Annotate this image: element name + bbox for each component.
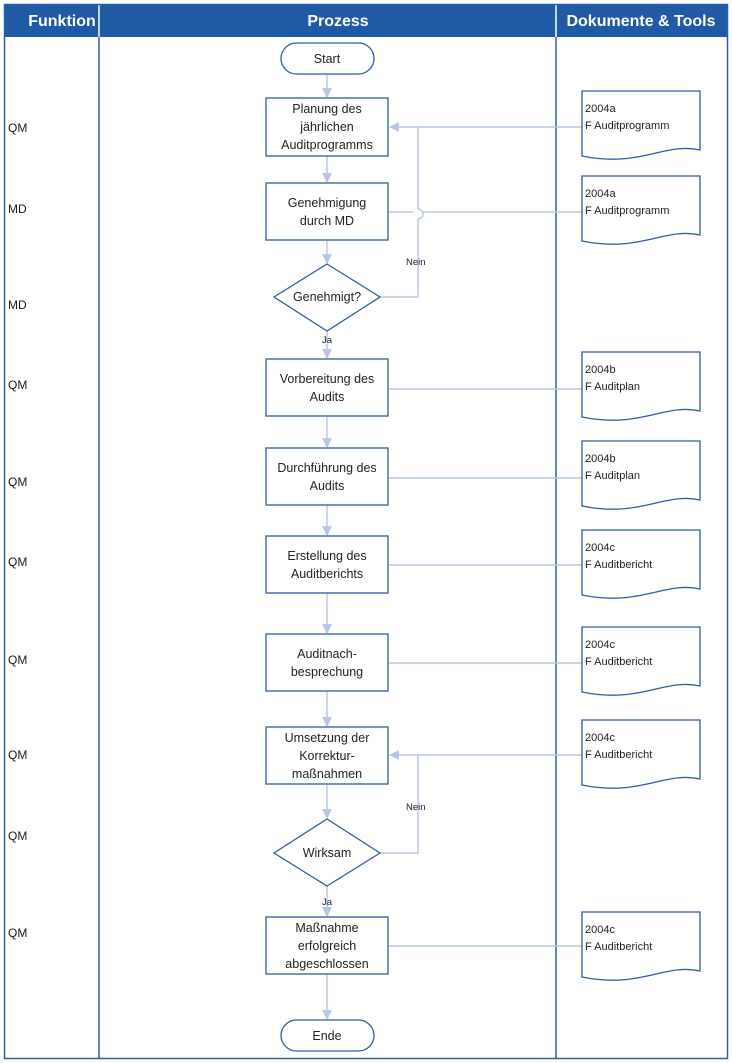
documents-lane: 2004a F Auditprogramm 2004a F Auditprogr… [581,90,701,981]
document-title: F Auditprogramm [585,205,669,217]
document-code: 2004a [585,103,616,115]
function-label: QM [8,378,27,392]
function-label: QM [8,475,27,489]
document-title: F Auditplan [585,470,640,482]
document-shape: 2004a F Auditprogramm [581,175,701,245]
durchfuehrung-label-2: Audits [310,479,345,493]
header-prozess: Prozess [307,13,368,30]
planung-label-2: jährlichen [299,120,354,134]
genehmigt-label: Genehmigt? [293,290,361,304]
genehmigung-label-1: Genehmigung [288,196,367,210]
decision-wirksam [272,818,382,887]
erstellung-label-1: Erstellung des [287,549,366,563]
start-label: Start [314,52,341,66]
umsetzung-label-2: Korrektur- [299,749,355,763]
branch-label-nein: Nein [406,257,426,268]
branch-labels: Nein Ja Nein Ja [322,257,426,908]
vorbereitung-label-1: Vorbereitung des [280,372,375,386]
decision-genehmigt [272,263,382,332]
loop-nein-1-return [389,122,419,209]
genehmigung-label-2: durch MD [300,214,354,228]
function-label: MD [8,298,27,312]
document-title: F Auditplan [585,381,640,393]
process-step-erstellung [265,535,389,594]
loop-nein-1-hop [417,208,424,220]
document-shape: 2004c F Auditbericht [581,626,701,696]
document-shape: 2004c F Auditbericht [581,719,701,789]
umsetzung-label-3: maßnahmen [292,767,362,781]
document-code: 2004c [585,924,615,936]
branch-label-nein: Nein [406,802,426,813]
nachbesprechung-label-2: besprechung [291,665,363,679]
process-step-planung [265,97,389,157]
process-step-vorbereitung [265,358,389,417]
planung-label-1: Planung des [292,102,362,116]
durchfuehrung-label-1: Durchführung des [277,461,376,475]
function-label: QM [8,121,27,135]
vorbereitung-label-2: Audits [310,390,345,404]
function-label: QM [8,653,27,667]
swimlane-header: Funktion Prozess Dokumente & Tools [4,4,728,37]
document-title: F Auditbericht [585,656,652,668]
process-step-nachbesprechung [265,633,389,692]
erstellung-label-2: Auditberichts [291,567,363,581]
loop-nein-1 [379,219,419,298]
document-shape: 2004b F Auditplan [581,440,701,510]
nachbesprechung-label-1: Auditnach- [297,647,357,661]
document-code: 2004b [585,364,616,376]
swimlane-frame [3,3,729,1060]
function-lane: QM MD MD QM QM QM QM QM QM QM [8,121,27,940]
process-nodes [265,42,389,1052]
abgeschlossen-label-2: erfolgreich [298,939,356,953]
document-code: 2004c [585,732,615,744]
document-title: F Auditbericht [585,559,652,571]
function-label: QM [8,555,27,569]
document-title: F Auditprogramm [585,120,669,132]
planung-label-3: Auditprogramms [281,138,373,152]
document-shape: 2004a F Auditprogramm [581,90,701,160]
document-code: 2004c [585,542,615,554]
process-step-umsetzung [265,726,389,785]
document-code: 2004a [585,188,616,200]
loop-nein-2 [379,750,419,854]
function-label: MD [8,202,27,216]
header-dokumente-tools: Dokumente & Tools [566,13,715,30]
abgeschlossen-label-3: abgeschlossen [285,957,368,971]
start-terminator [280,42,375,75]
header-funktion: Funktion [28,13,96,30]
process-step-durchfuehrung [265,447,389,506]
branch-label-ja: Ja [322,897,333,908]
function-label: QM [8,926,27,940]
document-shape: 2004c F Auditbericht [581,911,701,981]
process-step-genehmigung [265,182,389,241]
flow-connectors [322,74,582,1020]
end-label: Ende [312,1029,341,1043]
wirksam-label: Wirksam [303,846,352,860]
end-terminator [280,1019,375,1052]
node-labels: Start Planung des jährlichen Auditprogra… [277,52,376,1043]
document-title: F Auditbericht [585,749,652,761]
branch-label-ja: Ja [322,335,333,346]
umsetzung-label-1: Umsetzung der [285,731,370,745]
document-shape: 2004c F Auditbericht [581,529,701,599]
document-shape: 2004b F Auditplan [581,351,701,421]
document-title: F Auditbericht [585,941,652,953]
document-code: 2004c [585,639,615,651]
document-code: 2004b [585,453,616,465]
function-label: QM [8,748,27,762]
function-label: QM [8,829,27,843]
abgeschlossen-label-1: Maßnahme [295,921,358,935]
process-step-abgeschlossen [265,916,389,975]
